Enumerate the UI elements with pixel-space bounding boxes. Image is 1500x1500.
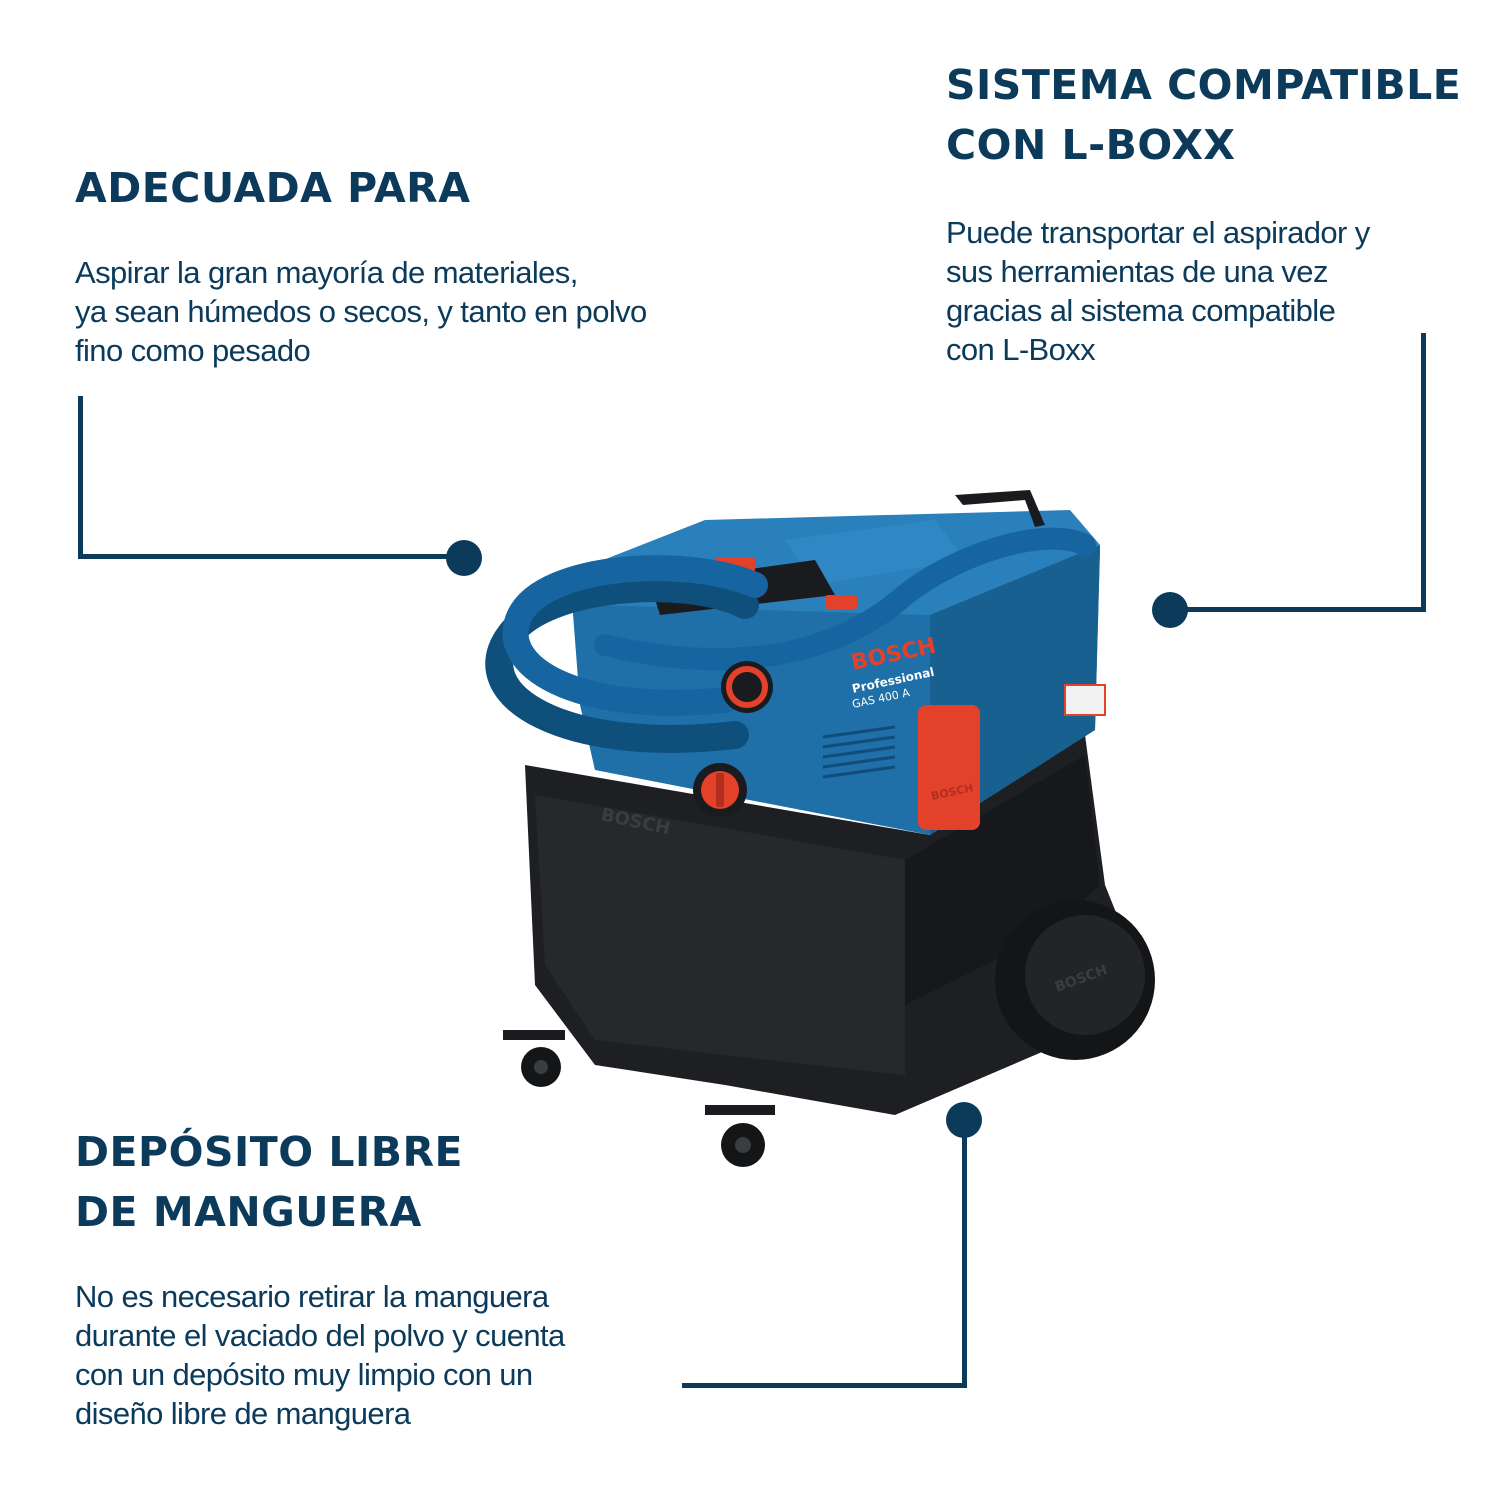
feature-description-line: sus herramientas de una vez [946,254,1328,289]
feature-title-line: DEPÓSITO LIBRE [75,1128,464,1176]
feature-description: Puede transportar el aspirador y sus her… [946,213,1370,369]
feature-title: DEPÓSITO LIBRE DE MANGUERA [75,1122,463,1242]
connector-line-horizontal [1170,607,1426,612]
tank-latch [918,705,980,830]
feature-description-line: durante el vaciado del polvo y cuenta [75,1318,565,1353]
feature-description-line: gracias al sistema compatible [946,293,1336,328]
feature-description-line: diseño libre de manguera [75,1396,411,1431]
feature-description: Aspirar la gran mayoría de materiales, y… [75,253,647,370]
front-caster-right [705,1105,775,1167]
connector-dot [946,1102,982,1138]
feature-description-line: Puede transportar el aspirador y [946,215,1370,250]
feature-title-line: ADECUADA PARA [75,164,471,212]
feature-title: ADECUADA PARA [75,158,470,218]
feature-title-line: CON L-BOXX [946,121,1236,169]
feature-description-line: con L-Boxx [946,332,1096,367]
tank-side-shade [905,755,1100,1005]
connector-line-vertical [1421,333,1426,612]
connector-line-horizontal [682,1383,967,1388]
feature-title-line: DE MANGUERA [75,1188,422,1236]
feature-title-line: SISTEMA COMPATIBLE [946,61,1462,109]
feature-description-line: con un depósito muy limpio con un [75,1357,533,1392]
hose-coil [594,527,1096,671]
feature-description-line: Aspirar la gran mayoría de materiales, [75,255,578,290]
vent-grille [822,725,896,779]
feature-description: No es necesario retirar la manguera dura… [75,1277,565,1433]
connector-dot [1152,592,1188,628]
lid-red-latch [825,595,857,609]
connector-line-vertical [78,396,83,558]
front-caster-left [503,1030,565,1087]
hose-coil [502,555,768,716]
feature-description-line: No es necesario retirar la manguera [75,1279,549,1314]
warning-label [1064,684,1106,716]
feature-description-line: fino como pesado [75,333,311,368]
tank-front-shade [535,795,905,1075]
feature-description-line: ya sean húmedos o secos, y tanto en polv… [75,294,647,329]
power-dial-grip [716,773,724,807]
connector-line-horizontal [78,554,468,559]
connector-dot [446,540,482,576]
rear-handle [955,490,1045,527]
vacuum-cleaner-illustration: BOSCH BOSCH Professional GAS 400 A BOSCH… [485,490,1155,1167]
hose-connector-ring [726,666,768,708]
feature-title: SISTEMA COMPATIBLE CON L-BOXX [946,55,1461,175]
rear-wheel-hub [1025,915,1145,1035]
connector-line-vertical [962,1120,967,1388]
lboxx-lid [785,520,965,585]
